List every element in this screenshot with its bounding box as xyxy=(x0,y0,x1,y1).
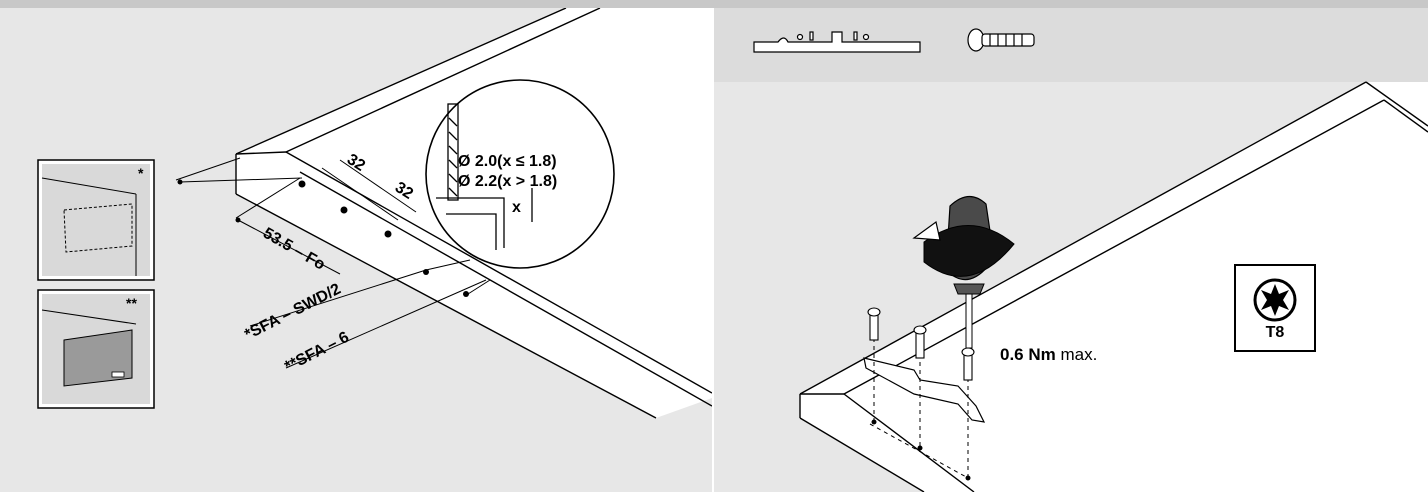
inset-1-marker: * xyxy=(138,165,144,181)
screw-icons xyxy=(867,307,975,381)
drilling-dimensions-panel: Ø 2.0(x ≤ 1.8) Ø 2.2(x > 1.8) x 32 32 53… xyxy=(0,8,712,492)
torque-note: 0.6 Nm max. xyxy=(1000,345,1097,365)
torque-value: 0.6 Nm xyxy=(1000,345,1056,364)
drill-diameter-line-2: Ø 2.2(x > 1.8) xyxy=(458,173,557,190)
torque-suffix: max. xyxy=(1055,345,1098,364)
bracket-part-icon xyxy=(753,31,921,53)
mounting-diagram xyxy=(799,81,1428,492)
mounting-panel: 0.6 Nm max. T8 xyxy=(714,8,1428,492)
inset-variant-1: * xyxy=(37,159,155,281)
mounted-bracket xyxy=(863,357,986,423)
torx-t8-icon xyxy=(1253,278,1297,322)
inset-variant-2: ** xyxy=(37,289,155,409)
drill-diameter-line-1: Ø 2.0(x ≤ 1.8) xyxy=(458,153,557,170)
screwdriver-icon xyxy=(912,195,1015,349)
top-bar xyxy=(0,0,1428,8)
dim-32-first: 32 xyxy=(344,151,368,175)
drill-hole-markers xyxy=(177,179,469,297)
torx-bit-box: T8 xyxy=(1234,264,1316,352)
parts-strip xyxy=(714,8,1428,82)
drilling-diagram: Ø 2.0(x ≤ 1.8) Ø 2.2(x > 1.8) x 32 32 53… xyxy=(37,8,712,419)
dim-32-second: 32 xyxy=(392,179,416,203)
torx-bit-label: T8 xyxy=(1265,324,1285,341)
detail-x-label: x xyxy=(512,199,521,216)
dim-sfa-swd: *SFA – SWD/2 xyxy=(242,281,344,344)
screw-part-icon xyxy=(967,28,1035,52)
drill-detail-magnifier xyxy=(425,79,615,269)
parts-icons xyxy=(753,28,1035,53)
inset-2-marker: ** xyxy=(126,295,137,311)
dim-sfa-6: **SFA – 6 xyxy=(282,329,352,376)
